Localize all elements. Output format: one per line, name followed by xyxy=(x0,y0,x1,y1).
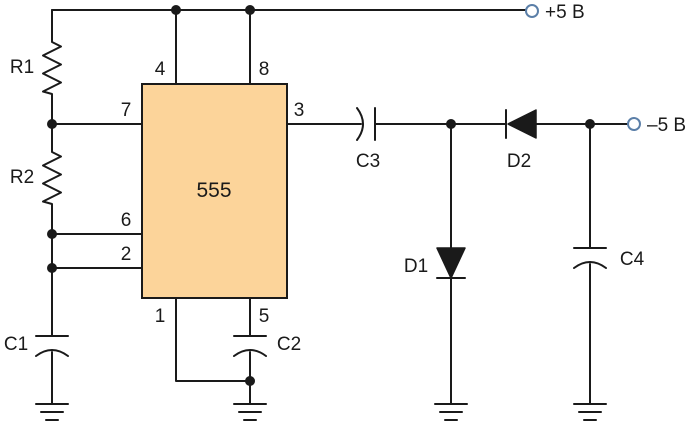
resistor-r2 xyxy=(42,147,62,209)
junction-dot xyxy=(245,376,255,386)
ground-symbol-c1 xyxy=(35,403,69,421)
junction-dot xyxy=(585,119,595,129)
label-d1: D1 xyxy=(404,256,428,277)
label-r1: R1 xyxy=(10,57,34,78)
timer-chip: 555 xyxy=(141,83,288,299)
diode-d1 xyxy=(436,247,466,279)
capacitor-c3 xyxy=(356,107,376,141)
vminus-terminal xyxy=(627,117,641,131)
label-c1: C1 xyxy=(4,334,28,355)
chip-body xyxy=(141,83,288,299)
resistor-r1 xyxy=(42,37,62,99)
junction-dot xyxy=(47,263,57,273)
label-c3: C3 xyxy=(356,151,380,172)
pin-label-6: 6 xyxy=(121,210,132,231)
pin-label-4: 4 xyxy=(155,59,166,80)
junction-dot xyxy=(47,119,57,129)
label-c4: C4 xyxy=(620,249,645,270)
wires xyxy=(51,9,629,405)
chip-name: 555 xyxy=(196,179,231,202)
capacitor-c2 xyxy=(233,335,267,357)
diode-d2 xyxy=(505,109,537,139)
capacitor-c1 xyxy=(35,335,69,357)
ground-symbol-d1 xyxy=(434,403,468,421)
junction-dot xyxy=(245,5,255,15)
pin-label-1: 1 xyxy=(155,306,166,327)
ground-symbol-c2 xyxy=(233,403,267,421)
label-vplus: +5 В xyxy=(545,2,585,23)
pin-label-8: 8 xyxy=(259,59,270,80)
pin-label-3: 3 xyxy=(294,100,305,121)
junction-dot xyxy=(47,229,57,239)
labels: R1 R2 C1 C2 C3 C4 D1 D2 4 8 7 3 6 2 1 5 … xyxy=(4,2,686,355)
ground-symbol-c4 xyxy=(573,403,607,421)
label-d2: D2 xyxy=(507,151,531,172)
label-c2: C2 xyxy=(277,334,301,355)
pin-label-2: 2 xyxy=(121,244,132,265)
pin-label-7: 7 xyxy=(121,100,132,121)
label-vminus: –5 В xyxy=(647,115,686,136)
label-r2: R2 xyxy=(10,167,34,188)
junctions xyxy=(47,5,595,386)
junction-dot xyxy=(446,119,456,129)
capacitor-c4 xyxy=(573,247,607,269)
junction-dot xyxy=(171,5,181,15)
pin1-wire xyxy=(175,297,251,382)
pin-label-5: 5 xyxy=(259,306,270,327)
vplus-terminal xyxy=(525,4,539,18)
